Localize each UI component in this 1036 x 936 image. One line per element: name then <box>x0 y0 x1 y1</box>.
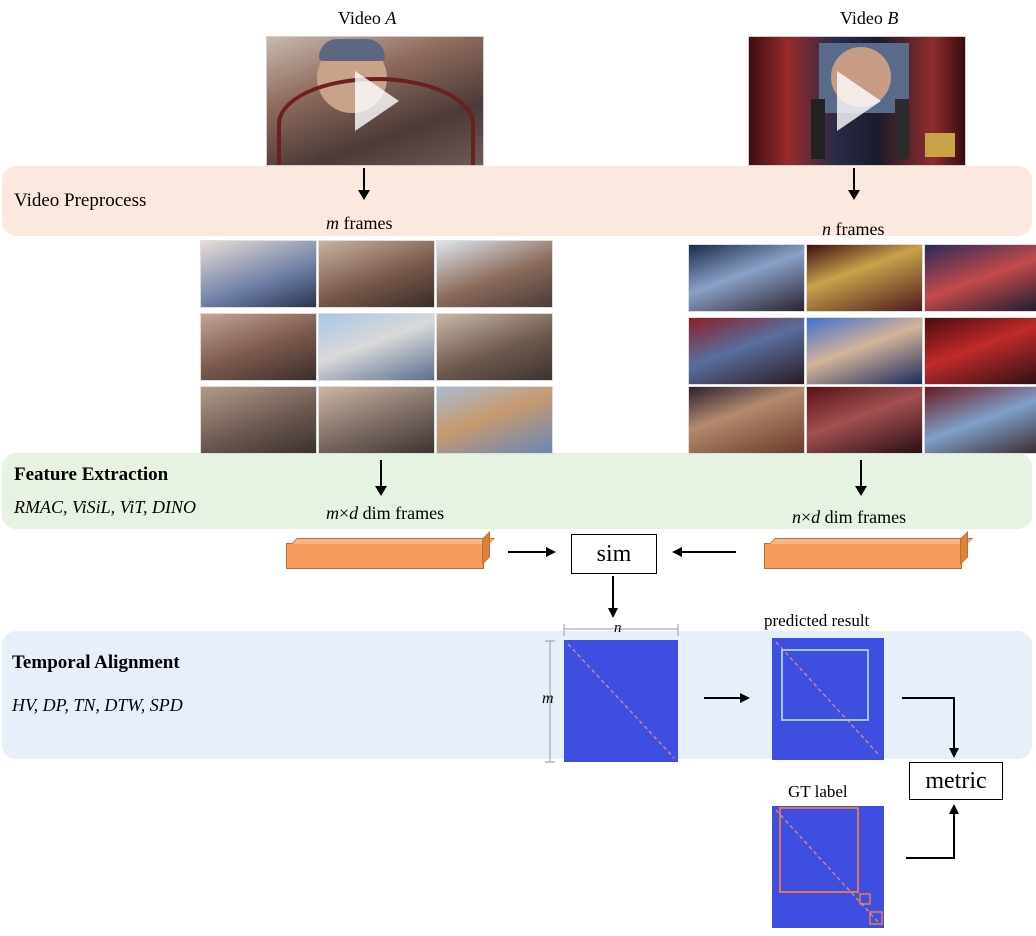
frame-thumbnail <box>200 386 317 454</box>
n-dim-frames-caption: n×d dim frames <box>792 507 907 527</box>
frame-thumbnail <box>924 386 1036 454</box>
frame-thumbnail <box>200 240 317 308</box>
frame-thumbnail <box>200 313 317 381</box>
gt-box <box>779 807 859 893</box>
frame-thumbnail <box>924 317 1036 385</box>
matrix-axis-m: m <box>542 690 554 707</box>
frame-thumbnail <box>924 244 1036 312</box>
video-a-thumbnail[interactable] <box>266 36 484 166</box>
temporal-methods: HV, DP, TN, DTW, SPD <box>12 695 183 715</box>
feature-vector-a <box>286 543 484 569</box>
gt-box <box>859 893 871 905</box>
arrow-down-icon <box>855 460 867 496</box>
stage-title-feature-extraction: Feature Extraction <box>14 464 169 485</box>
frame-thumbnail <box>688 386 805 454</box>
sim-box: sim <box>571 534 657 574</box>
predicted-result-matrix <box>772 638 884 760</box>
n-frames-caption: n frames <box>822 219 885 239</box>
preprocess-band <box>2 166 1032 236</box>
matrix-axis-n: n <box>614 620 622 636</box>
frame-thumbnail <box>436 313 553 381</box>
frame-thumbnail <box>436 240 553 308</box>
frame-thumbnail <box>688 244 805 312</box>
arrow-down-icon <box>375 460 387 496</box>
feature-vector-b <box>764 543 962 569</box>
gt-label-matrix <box>772 806 884 928</box>
frame-thumbnail <box>318 240 435 308</box>
play-icon[interactable] <box>837 71 881 131</box>
m-frames-caption: m frames <box>326 213 393 233</box>
play-icon[interactable] <box>355 71 399 131</box>
predicted-result-label: predicted result <box>764 611 870 630</box>
sim-label: sim <box>596 540 632 567</box>
video-b-thumbnail[interactable] <box>748 36 966 166</box>
frame-thumbnail <box>806 317 923 385</box>
frame-thumbnail <box>318 313 435 381</box>
metric-label: metric <box>925 767 987 794</box>
frame-thumbnail <box>806 386 923 454</box>
frame-thumbnail <box>806 244 923 312</box>
arrow-down-icon <box>902 697 959 758</box>
m-dim-frames-caption: m×d dim frames <box>326 503 445 523</box>
arrow-down-icon <box>848 168 860 200</box>
frame-thumbnail <box>436 386 553 454</box>
video-b-title: Video B <box>840 8 899 28</box>
metric-box: metric <box>909 762 1003 800</box>
gt-label-title: GT label <box>788 782 848 801</box>
frame-thumbnail <box>688 317 805 385</box>
stage-title-preprocess: Video Preprocess <box>14 190 147 211</box>
arrow-down-icon <box>358 168 370 200</box>
predicted-box <box>781 649 869 721</box>
gt-box <box>869 911 883 925</box>
stage-title-temporal-alignment: Temporal Alignment <box>12 652 180 673</box>
similarity-matrix <box>564 640 678 762</box>
frame-thumbnail <box>318 386 435 454</box>
video-a-title: Video A <box>338 8 397 28</box>
arrow-up-icon <box>906 804 959 859</box>
feature-methods: RMAC, ViSiL, ViT, DINO <box>14 497 196 517</box>
